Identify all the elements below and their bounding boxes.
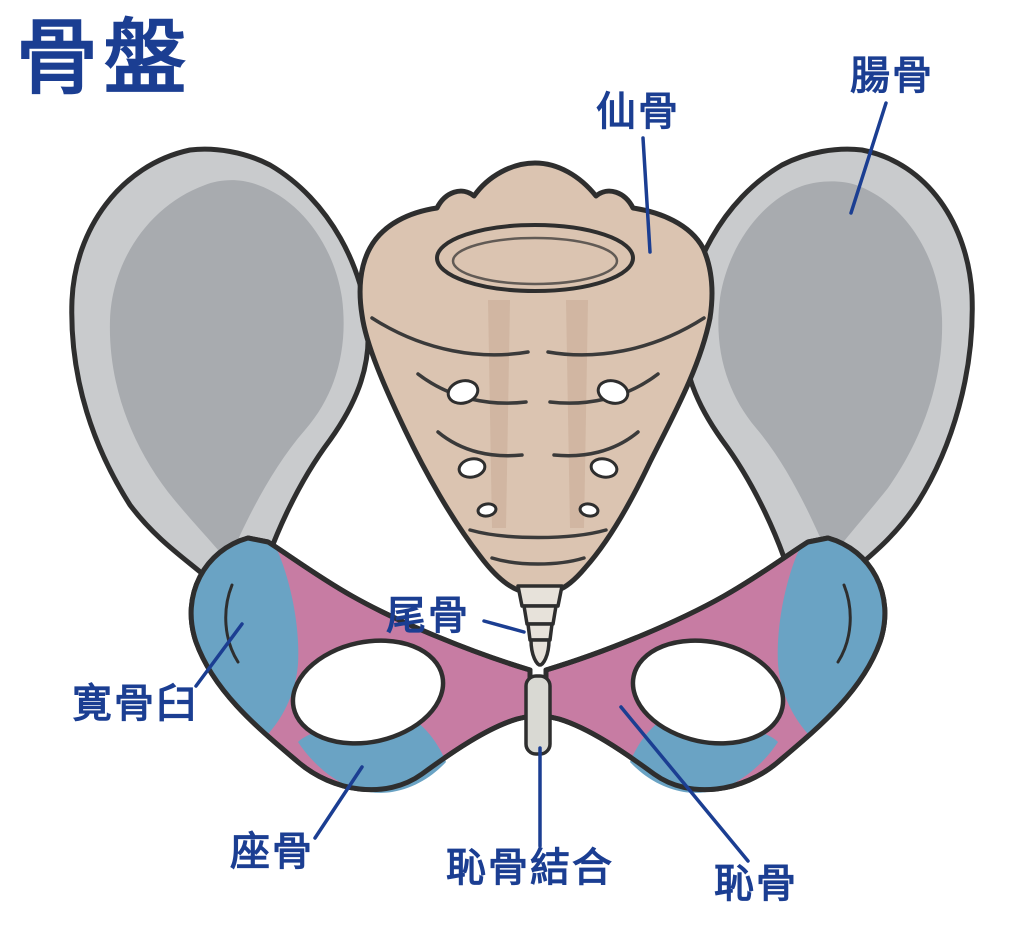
right-acetabulum-socket-line [836, 583, 852, 664]
label-pubic-symphysis: 恥骨結合 [446, 845, 614, 891]
sacral-disc-inner [451, 236, 619, 286]
leader-ilium [849, 101, 888, 215]
left-ilium [69, 146, 371, 608]
left-acetabulum-region [191, 537, 299, 734]
right-acetabulum-region [777, 537, 885, 734]
page-title: 骨盤 [16, 11, 193, 106]
label-ischium: 座骨 [230, 829, 314, 875]
sacrum-shade-left [488, 300, 510, 528]
leader-sacrum [641, 136, 652, 254]
sacrum-bone [357, 160, 715, 593]
right-obturator-foramen [630, 638, 786, 746]
right-ring-restroke [543, 535, 888, 793]
leader-coccyx [482, 619, 526, 634]
right-lower-ring [543, 535, 888, 793]
right-ilium [681, 146, 975, 608]
label-pubis: 恥骨 [714, 861, 798, 907]
coccyx-bone [516, 584, 564, 667]
sacrum-outline [357, 160, 715, 593]
left-obturator-foramen [290, 638, 446, 746]
label-coccyx: 尾骨 [386, 593, 470, 639]
sacral-foramina [446, 379, 630, 518]
leader-lines [194, 101, 888, 863]
label-ilium: 腸骨 [850, 53, 934, 99]
sacral-disc-outer [435, 223, 635, 293]
left-acetabulum-socket-line [224, 583, 240, 664]
label-acetabulum: 寛骨臼 [72, 681, 198, 727]
right-ilium-fossa [718, 181, 943, 561]
sacrum-shade-right [566, 300, 588, 528]
label-sacrum: 仙骨 [596, 89, 680, 135]
pubic-symphysis-disc [524, 674, 552, 756]
left-ring-restroke [188, 535, 533, 793]
left-ilium-fossa [109, 180, 344, 563]
leader-pubis [619, 705, 750, 863]
leader-ischium [313, 765, 364, 840]
leader-acetabulum [194, 622, 244, 688]
left-lower-ring [188, 535, 533, 793]
